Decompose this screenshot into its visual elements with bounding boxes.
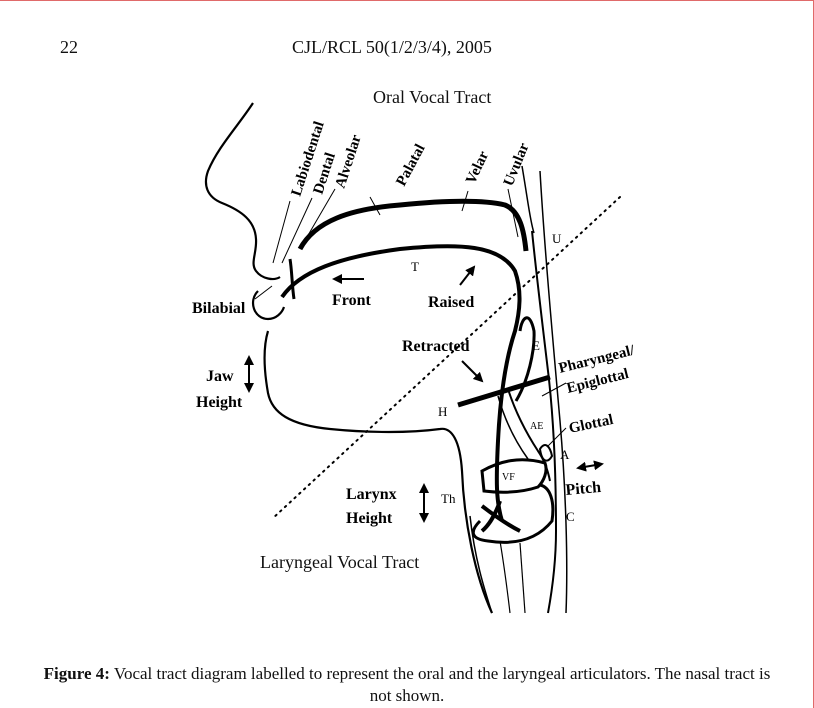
pitch-label: Pitch	[565, 479, 602, 499]
pitch-arrow	[578, 464, 602, 468]
tongue-letter: T	[411, 259, 419, 274]
figure-caption-text: Vocal tract diagram labelled to represen…	[110, 664, 770, 705]
alveolar-label: Alveolar	[333, 133, 365, 191]
hyoid-letter: H	[438, 404, 447, 419]
cricoid-letter: C	[566, 509, 575, 524]
larynx-label: Larynx	[346, 486, 397, 503]
retracted-label: Retracted	[402, 338, 470, 355]
cricoid	[473, 485, 553, 542]
raised-label: Raised	[428, 294, 474, 311]
vocal-folds-letter: VF	[502, 472, 515, 483]
uvular-label: Uvular	[501, 140, 533, 188]
front-label: Front	[332, 292, 371, 309]
glottal-label: Glottal	[568, 412, 615, 437]
jaw-height-label: Height	[196, 394, 243, 411]
vocal-tract-diagram: Labiodental Dental Alveolar Palatal Vela…	[0, 1, 814, 661]
retracted-arrow	[462, 361, 482, 381]
raised-arrow	[460, 267, 474, 285]
thyroid-letter: Th	[441, 491, 456, 506]
figure-caption: Figure 4: Vocal tract diagram labelled t…	[40, 663, 774, 707]
movement-arrows	[249, 267, 602, 521]
aryepiglottic-letter: AE	[530, 421, 543, 432]
velar-label: Velar	[463, 148, 492, 186]
palatal-label: Palatal	[393, 142, 428, 189]
larynx-height-label: Height	[346, 510, 393, 527]
vocal-tract-outline	[282, 166, 567, 613]
arytenoid-letter: A	[560, 447, 570, 462]
palate	[300, 201, 526, 251]
bilabial-label: Bilabial	[192, 300, 246, 317]
figure-label: Figure 4:	[44, 664, 110, 683]
uvula-letter: U	[552, 231, 562, 246]
jaw-label: Jaw	[206, 368, 234, 385]
epiglottis-letter: E	[532, 338, 540, 353]
